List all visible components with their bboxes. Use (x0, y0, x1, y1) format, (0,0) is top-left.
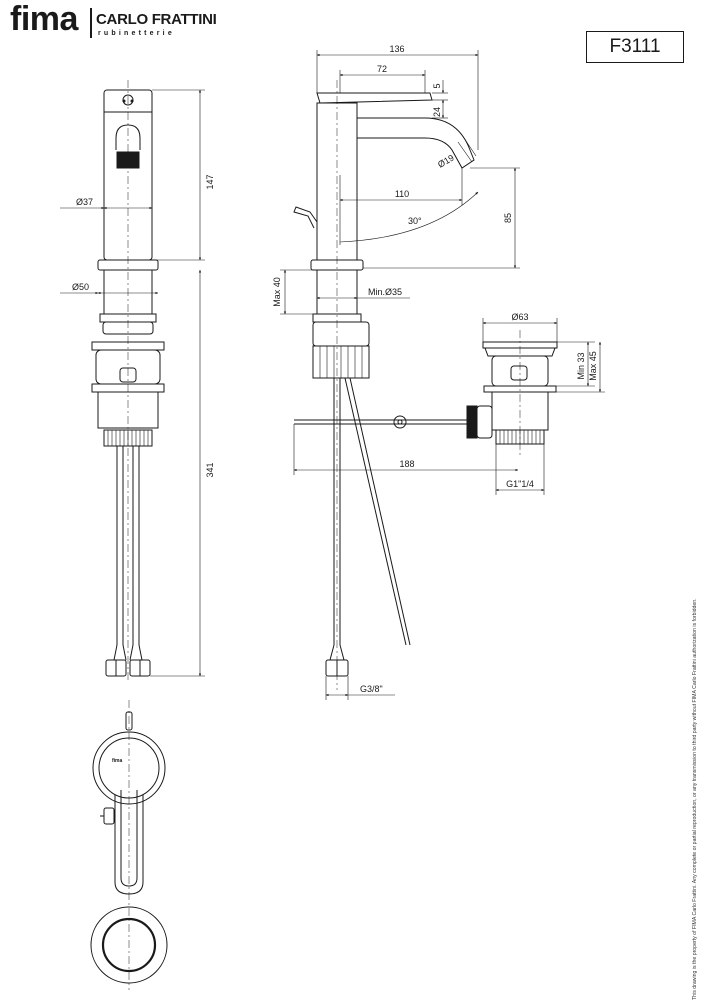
waste-view (476, 330, 558, 455)
brand-tagline: rubinetterie (98, 30, 175, 37)
dim-lever-offset: 5 (432, 83, 442, 88)
dim-waste-thread: G1"1/4 (506, 479, 534, 489)
dim-body-height: 147 (205, 174, 215, 189)
dim-spout-reach: 110 (395, 189, 409, 199)
brand-subtitle: CARLO FRATTINI (96, 11, 217, 28)
dimension-labels: 147 341 Ø37 Ø50 136 72 5 24 Ø19 110 30° … (72, 44, 598, 694)
front-view-dimensions (60, 89, 205, 677)
brand-separator (90, 8, 92, 38)
dim-spout-dia: Ø19 (436, 153, 456, 170)
dim-deck-max: Max 40 (272, 277, 282, 307)
dim-hole-min: Min.Ø35 (368, 287, 402, 297)
dim-waste-dia: Ø63 (511, 312, 528, 322)
product-code: F3111 (609, 36, 661, 57)
dim-lever-angle: 30° (408, 216, 422, 226)
top-view (90, 700, 168, 990)
brand-name: fima (10, 0, 78, 38)
top-view-logo: fima (112, 758, 123, 764)
waste-view-dimensions (482, 318, 605, 495)
dim-spout-gap: 72 (377, 64, 387, 74)
side-view (293, 80, 478, 690)
side-view-dimensions (280, 50, 520, 700)
dim-hose-thread: G3/8" (360, 684, 383, 694)
dim-body-dia: Ø37 (76, 197, 93, 207)
front-view (91, 80, 165, 680)
dim-overall-length: 341 (205, 462, 215, 477)
dim-waste-min: Min 33 (576, 352, 586, 379)
dim-waste-max: Max 45 (588, 351, 598, 381)
dim-lever-height: 24 (432, 107, 442, 117)
dim-total-width: 136 (389, 44, 404, 54)
dim-rod-length: 188 (399, 459, 414, 469)
dim-base-dia: Ø50 (72, 282, 89, 292)
dim-spout-height: 85 (503, 213, 513, 223)
product-code-box: F3111 (586, 31, 684, 63)
